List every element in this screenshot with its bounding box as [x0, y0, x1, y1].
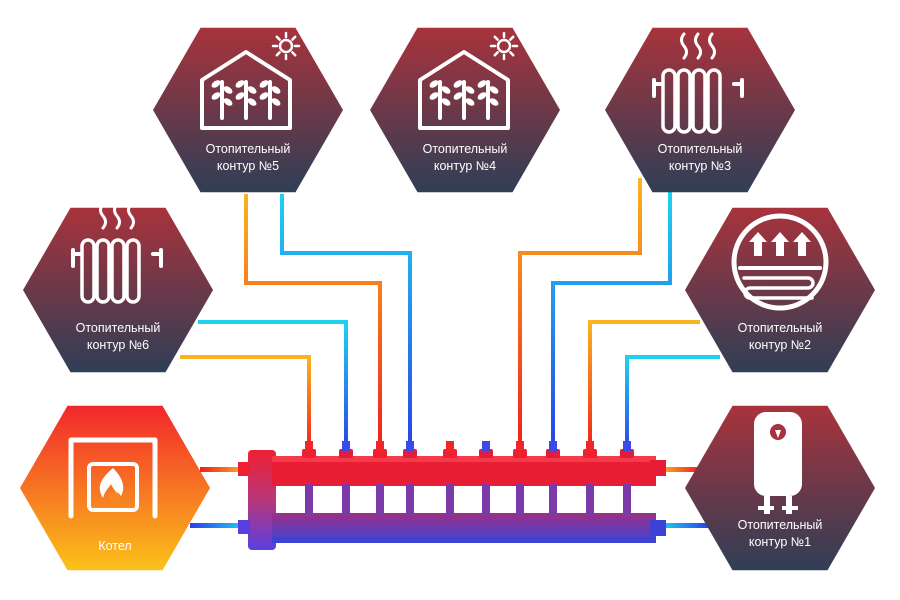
node-circuit1	[685, 405, 875, 571]
label-boiler: Котел	[40, 538, 190, 555]
label-circuit4: Отопительный контур №4	[390, 141, 540, 175]
node-circuit6	[23, 202, 213, 373]
pipe-circuit6-return	[198, 320, 348, 453]
node-boiler	[20, 405, 210, 571]
hexagon-circuit6	[23, 207, 213, 373]
boiler-fire-icon	[68, 437, 158, 519]
pipe-network	[180, 178, 720, 528]
hydraulic-manifold	[238, 441, 666, 550]
greenhouse-icon	[418, 31, 519, 130]
label-line: Отопительный	[737, 518, 823, 532]
label-line: контур №3	[668, 159, 732, 173]
label-line: Котел	[98, 538, 132, 553]
node-circuit5	[153, 27, 343, 193]
label-line: контур №1	[748, 535, 812, 549]
pipe-boiler-supply	[200, 467, 246, 472]
pipe-circuit5-supply	[244, 194, 382, 453]
label-circuit3: Отопительный контур №3	[625, 141, 775, 175]
label-line: контур №4	[433, 159, 497, 173]
label-circuit2: Отопительный контур №2	[705, 320, 855, 354]
pipe-circuit3-return	[551, 192, 672, 453]
pipe-circuit2-return	[625, 355, 720, 453]
node-circuit3	[605, 27, 795, 193]
label-line: контур №5	[216, 159, 280, 173]
greenhouse-icon	[200, 31, 301, 130]
radiator-icon	[71, 202, 163, 304]
hexagon-circuit2	[685, 207, 875, 373]
label-line: Отопительный	[75, 321, 161, 335]
label-line: Отопительный	[205, 142, 291, 156]
label-line: контур №2	[748, 338, 812, 352]
node-circuit2	[685, 207, 875, 373]
pipe-circuit1-supply	[660, 467, 700, 472]
label-line: контур №6	[86, 338, 150, 352]
pipe-boiler-return	[190, 523, 246, 528]
label-circuit1: Отопительный контур №1	[705, 517, 855, 551]
pipe-circuit5-return	[280, 194, 412, 453]
label-line: Отопительный	[422, 142, 508, 156]
pipe-circuit6-supply	[180, 355, 311, 453]
water-heater-icon	[754, 412, 802, 514]
hexagon-circuit3	[605, 27, 795, 193]
node-circuit4	[370, 27, 560, 193]
radiator-icon	[652, 32, 744, 134]
label-line: Отопительный	[737, 321, 823, 335]
underfloor-heating-icon	[731, 213, 829, 311]
label-line: Отопительный	[657, 142, 743, 156]
label-circuit5: Отопительный контур №5	[173, 141, 323, 175]
pipe-circuit1-return	[660, 523, 710, 528]
pipe-circuit2-supply	[588, 320, 700, 453]
label-circuit6: Отопительный контур №6	[43, 320, 193, 354]
pipe-circuit3-supply	[518, 178, 642, 453]
